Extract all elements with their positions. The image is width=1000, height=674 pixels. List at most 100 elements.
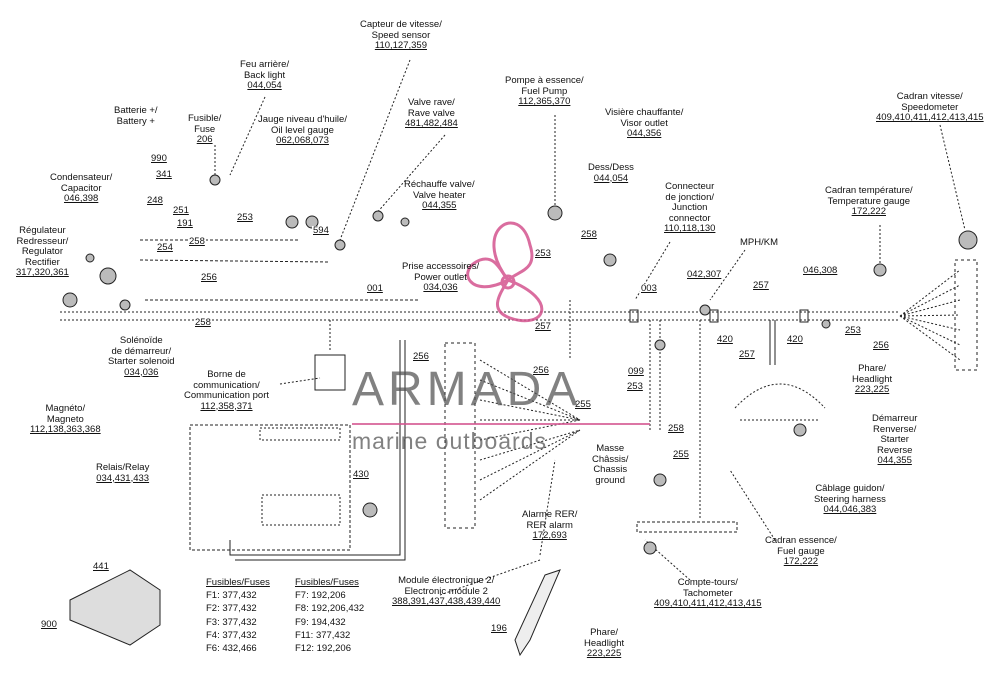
starter-solenoid-name: Solénoïde de démarreur/ Starter solenoid — [108, 335, 175, 367]
fuse-list-right: Fusibles/Fuses F7: 192,206 F8: 192,206,4… — [295, 576, 364, 655]
fuel-gauge-ref: 172,222 — [783, 556, 819, 567]
watermark-tagline: marine outboards — [352, 428, 547, 454]
label-relay: Relais/Relay 034,431,433 — [96, 462, 150, 484]
rave-valve-name: Valve rave/ Rave valve — [407, 97, 455, 119]
fuse-list-left: Fusibles/Fuses F1: 377,432 F2: 377,432 F… — [206, 576, 270, 655]
wire-number: 420 — [716, 334, 734, 345]
visor-outlet-name: Visière chauffante/ Visor outlet — [605, 107, 684, 129]
label-capacitor: Condensateur/ Capacitor 046,398 — [50, 172, 113, 205]
label-back-light: Feu arrière/ Back light 044,054 — [240, 59, 290, 92]
tachometer-ref: 409,410,411,412,413,415 — [654, 598, 762, 609]
electronic-module-ref: 388,391,437,438,439,440 — [392, 596, 501, 607]
fuel-pump-ref: 112,365,370 — [518, 96, 571, 107]
wire-number: 257 — [752, 280, 770, 291]
fuse-ref: 206 — [196, 134, 213, 145]
wire-number: 257 — [534, 321, 552, 332]
wire-number: 001 — [366, 283, 384, 294]
oil-gauge-ref: 062,068,073 — [276, 135, 329, 146]
speed-sensor-ref: 110,127,359 — [374, 40, 427, 51]
wire-number: 253 — [844, 325, 862, 336]
label-chassis-ground: Masse Châssis/ Chassis ground — [592, 443, 629, 486]
label-visor-outlet: Visière chauffante/ Visor outlet 044,356 — [605, 107, 684, 140]
back-light-name: Feu arrière/ Back light — [240, 59, 290, 81]
mph-km-name: MPH/KM — [740, 237, 778, 248]
capacitor-name: Condensateur/ Capacitor — [50, 172, 113, 194]
wire-number: 253 — [534, 248, 552, 259]
label-headlight-right: Phare/ Headlight 223,225 — [852, 363, 892, 396]
label-electronic-module: Module électronique 2/ Electronic module… — [392, 575, 501, 608]
chassis-ground-name: Masse Châssis/ Chassis ground — [592, 443, 629, 486]
tachometer-name: Compte-tours/ Tachometer — [677, 577, 738, 599]
magneto-name: Magnéto/ Magneto — [45, 403, 86, 425]
battery-name: Batterie +/ Battery + — [114, 105, 158, 127]
wire-number: 256 — [412, 351, 430, 362]
dess-ref: 044,054 — [593, 172, 629, 184]
label-valve-heater: Réchauffe valve/ Valve heater 044,355 — [404, 179, 475, 212]
wire-number: 900 — [40, 619, 58, 630]
label-battery: Batterie +/ Battery + — [114, 105, 158, 127]
junction-connector-name: Connecteur de jonction/ Junction connect… — [665, 181, 715, 224]
wire-number: 253 — [626, 381, 644, 392]
label-magneto: Magnéto/ Magneto 112,138,363,368 — [30, 403, 101, 436]
wire-number: 420 — [786, 334, 804, 345]
speedometer-ref: 409,410,411,412,413,415 — [876, 112, 984, 123]
label-speedometer: Cadran vitesse/ Speedometer 409,410,411,… — [876, 91, 984, 124]
wire-number: 046,308 — [802, 265, 839, 276]
dess-name: Dess/Dess — [588, 162, 634, 173]
wire-number: 099 — [627, 366, 645, 377]
wire-number: 258 — [667, 423, 685, 434]
label-headlight-bottom: Phare/ Headlight 223,225 — [584, 627, 624, 660]
wire-number: 191 — [176, 218, 194, 229]
wire-number: 255 — [574, 399, 592, 410]
label-rer-alarm: Alarme RER/ RER alarm 172,693 — [522, 509, 578, 542]
fuse-list-left-header: Fusibles/Fuses — [206, 577, 270, 588]
fuse-entry: F4: 377,432 — [206, 629, 257, 641]
wire-number: 256 — [532, 365, 550, 376]
wire-number: 256 — [200, 272, 218, 283]
oil-gauge-name: Jauge niveau d'huile/ Oil level gauge — [258, 114, 347, 136]
temperature-gauge-ref: 172,222 — [851, 206, 886, 217]
wire-number: 430 — [352, 469, 370, 480]
wire-number: 254 — [156, 242, 174, 253]
comm-port-ref: 112,358,371 — [200, 400, 253, 412]
fuse-name: Fusible/ Fuse — [188, 113, 222, 135]
relay-name: Relais/Relay — [96, 462, 150, 473]
wire-number: 253 — [236, 212, 254, 223]
regulator-name: Régulateur Redresseur/ Regulator Rectifi… — [16, 225, 69, 268]
label-comm-port: Borne de communication/ Communication po… — [184, 369, 270, 412]
magneto-ref: 112,138,363,368 — [30, 424, 101, 435]
label-dess: Dess/Dess 044,054 — [588, 162, 634, 184]
fuse-entry: F12: 192,206 — [295, 643, 351, 655]
temperature-gauge-name: Cadran température/ Temperature gauge — [825, 185, 913, 207]
back-light-ref: 044,054 — [247, 80, 282, 91]
headlight-bottom-ref: 223,225 — [586, 648, 622, 659]
fuel-pump-name: Pompe à essence/ Fuel Pump — [505, 75, 584, 97]
wire-number: 256 — [872, 340, 890, 351]
label-fuse: Fusible/ Fuse 206 — [188, 113, 222, 146]
rer-alarm-name: Alarme RER/ RER alarm — [522, 509, 578, 531]
label-regulator: Régulateur Redresseur/ Regulator Rectifi… — [16, 225, 69, 279]
junction-connector-ref: 110,118,130 — [664, 223, 716, 234]
label-oil-gauge: Jauge niveau d'huile/ Oil level gauge 06… — [258, 114, 347, 147]
valve-heater-ref: 044,355 — [422, 200, 457, 211]
fuse-entry: F9: 194,432 — [295, 616, 346, 628]
starter-reverse-name: Démarreur Renverse/ Starter Reverse — [872, 413, 918, 456]
label-starter-reverse: Démarreur Renverse/ Starter Reverse 044,… — [872, 413, 918, 467]
fuse-entry: F2: 377,432 — [206, 603, 257, 615]
rer-alarm-ref: 172,693 — [532, 530, 567, 541]
wire-number: 990 — [150, 153, 168, 164]
label-junction-connector: Connecteur de jonction/ Junction connect… — [664, 181, 716, 235]
power-outlet-name: Prise accessoires/ Power outlet — [402, 261, 480, 283]
visor-outlet-ref: 044,356 — [627, 128, 662, 139]
regulator-ref: 317,320,361 — [16, 267, 69, 278]
wire-number: 258 — [188, 236, 206, 247]
wire-number: 257 — [738, 349, 756, 360]
label-speed-sensor: Capteur de vitesse/ Speed sensor 110,127… — [360, 19, 442, 52]
steering-harness-name: Câblage guidon/ Steering harness — [814, 483, 886, 505]
label-rave-valve: Valve rave/ Rave valve 481,482,484 — [405, 97, 458, 130]
label-starter-solenoid: Solénoïde de démarreur/ Starter solenoid… — [108, 335, 175, 378]
fuse-entry: F3: 377,432 — [206, 616, 257, 628]
comm-port-name: Borne de communication/ Communication po… — [184, 369, 270, 401]
wire-number: 258 — [580, 229, 598, 240]
power-outlet-ref: 034,036 — [423, 282, 458, 293]
